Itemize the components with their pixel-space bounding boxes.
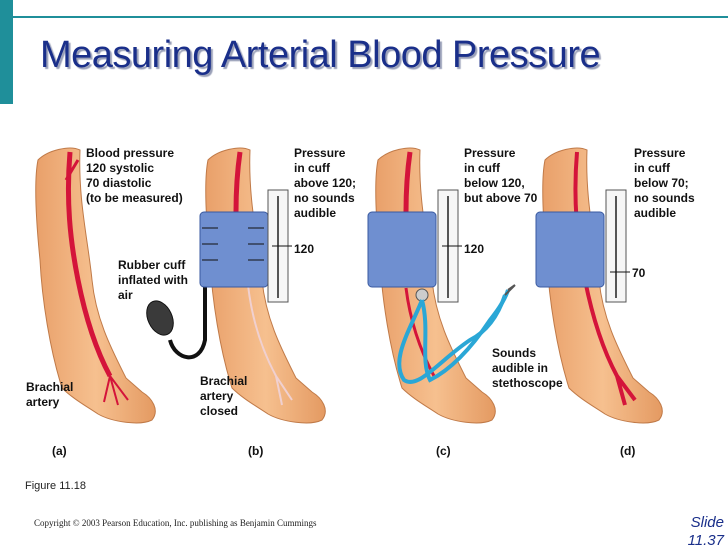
cuff-description: Rubber cuff inflated with air <box>118 258 188 302</box>
gauge-value-c: 120 <box>464 242 485 256</box>
panel-label-d: (d) <box>620 444 636 458</box>
header-rule <box>13 16 728 18</box>
gauge-value-d: 70 <box>632 266 646 280</box>
pressure-description-d: Pressure in cuff below 70; no sounds aud… <box>634 146 695 220</box>
bp-description: Blood pressure 120 systolic 70 diastolic… <box>86 146 183 205</box>
arm-a <box>35 147 156 424</box>
pump-bulb <box>146 285 207 360</box>
figure-caption: Figure 11.18 <box>25 480 86 492</box>
panel-label-a: (a) <box>52 444 67 458</box>
brachial-artery-label: Brachial artery <box>26 380 74 409</box>
panel-label-c: (c) <box>436 444 451 458</box>
gauge-d <box>605 189 630 303</box>
gauge-c <box>437 189 462 303</box>
page-title: Measuring Arterial Blood Pressure <box>40 34 601 76</box>
pressure-description-b: Pressure in cuff above 120; no sounds au… <box>294 146 357 220</box>
copyright-notice: Copyright © 2003 Pearson Education, Inc.… <box>34 518 317 528</box>
slide-number: Slide 11.37 <box>687 514 724 549</box>
cuff-b <box>199 211 269 288</box>
artery-closed-label: Brachial artery closed <box>200 374 248 418</box>
pressure-description-c: Pressure in cuff below 120, but above 70 <box>464 146 538 205</box>
stethoscope <box>397 284 516 384</box>
pressure-arrows-b <box>202 227 264 261</box>
gauge-value-b: 120 <box>294 242 315 256</box>
sounds-description: Sounds audible in stethoscope <box>492 346 563 390</box>
accent-bar <box>0 0 13 104</box>
cuff-d <box>535 211 605 288</box>
cuff-c <box>367 211 437 288</box>
panel-label-b: (b) <box>248 444 264 458</box>
gauge-b <box>267 189 292 303</box>
